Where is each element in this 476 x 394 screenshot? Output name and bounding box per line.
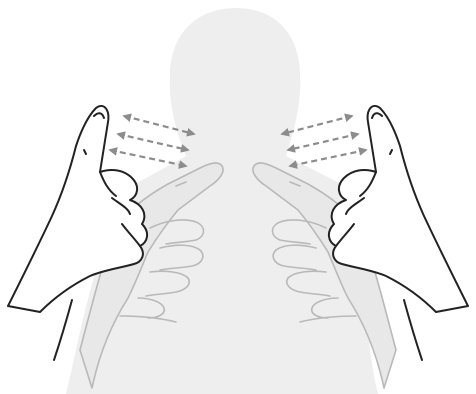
right-arrow-2 — [288, 134, 358, 150]
left-arrow-2 — [118, 134, 188, 150]
right-arrow-3 — [290, 150, 366, 166]
